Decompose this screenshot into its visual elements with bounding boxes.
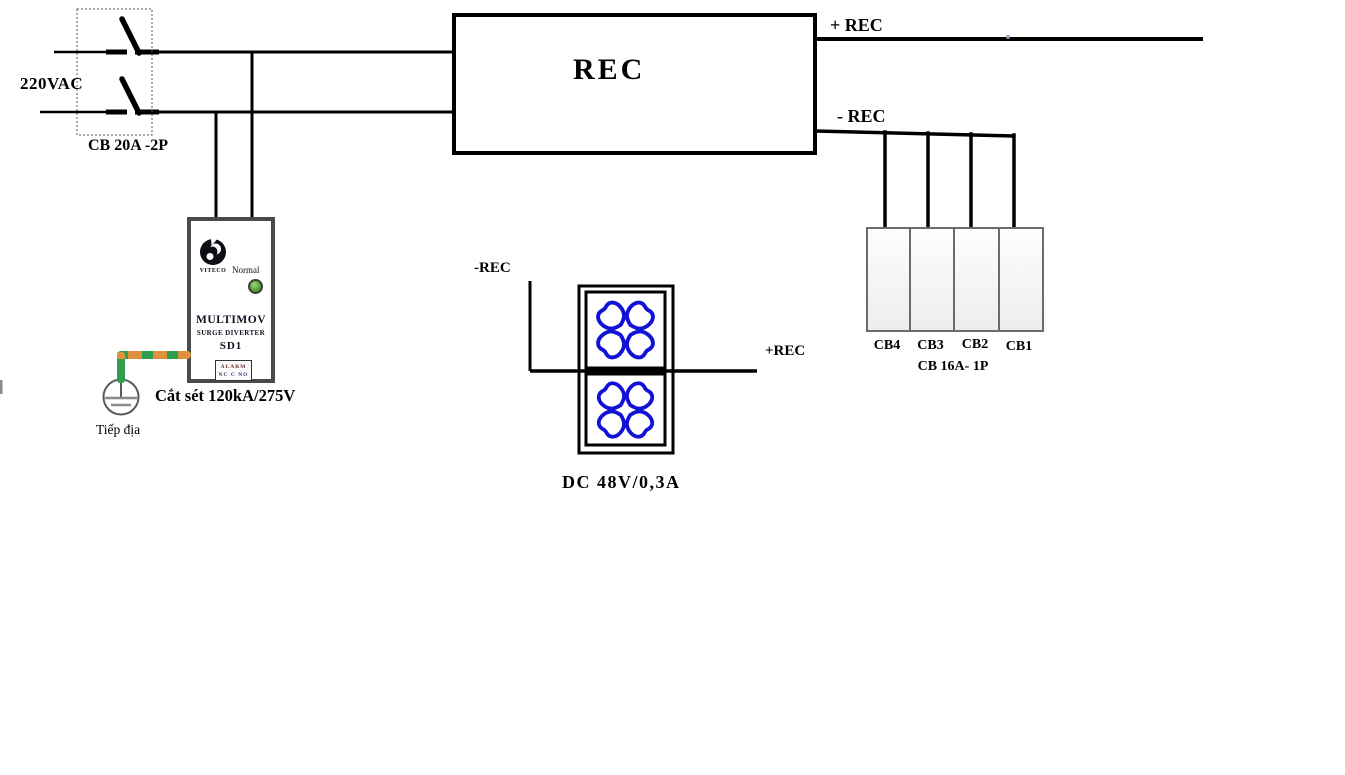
cb-box-4 [866, 227, 912, 332]
viteco-logo-icon [200, 239, 226, 265]
cb-box-3 [909, 227, 956, 332]
fan-frame-top [584, 290, 667, 370]
status-label: Normal [232, 265, 260, 275]
ac-line-2 [40, 76, 452, 116]
breaker-blade-icon [119, 16, 142, 56]
earth-wire [117, 352, 125, 383]
negative-output-bus [814, 129, 1016, 230]
brand-label: VITECO [199, 268, 227, 274]
fan-frame-bottom [584, 372, 667, 447]
cb1-label: CB1 [1005, 339, 1033, 354]
fan-neg-label: -REC [474, 260, 511, 276]
breaker-blade-icon [119, 76, 142, 116]
product-name-label: MULTIMOV [195, 314, 267, 326]
surge-rating-label: Cắt sét 120kA/275V [155, 386, 296, 405]
rectifier-block [452, 13, 817, 155]
cb-box-2 [953, 227, 1001, 332]
cb2-label: CB2 [961, 337, 989, 352]
fan-rating-label: DC 48V/0,3A [562, 472, 681, 492]
rectifier-label: REC [573, 53, 646, 86]
negative-output-label: - REC [837, 106, 886, 126]
cb4-label: CB4 [873, 338, 901, 353]
product-type-label: SURGE DIVERTER [196, 329, 266, 337]
earth-wire [117, 351, 191, 359]
fan-unit [528, 281, 757, 455]
earth-label: Tiếp địa [96, 422, 141, 437]
alarm-label: ALARM [220, 363, 247, 370]
status-led-icon [248, 279, 263, 294]
earth-symbol-icon [102, 378, 140, 416]
alarm-terminal-block: ALARM NC C NO [215, 360, 252, 381]
positive-output-label: + REC [830, 15, 883, 35]
surge-diverter-feeders [214, 52, 254, 219]
cb3-label: CB3 [917, 338, 944, 353]
positive-output-line [817, 35, 1203, 41]
edge-artifact [0, 380, 3, 394]
surge-diverter-device: VITECO Normal MULTIMOV SURGE DIVERTER SD… [187, 217, 275, 383]
model-label: SD1 [219, 340, 243, 352]
cb-group-label: CB 16A- 1P [917, 359, 989, 374]
ac-line-1 [54, 16, 452, 56]
ac-voltage-label: 220VAC [20, 74, 84, 93]
main-breaker-outline [76, 8, 153, 136]
main-breaker-label: CB 20A -2P [88, 137, 168, 154]
joint-dot [1006, 35, 1010, 39]
cb-box-1 [998, 227, 1044, 332]
alarm-contacts-label: NC C NO [218, 371, 249, 378]
fan-pos-label: +REC [765, 343, 806, 359]
